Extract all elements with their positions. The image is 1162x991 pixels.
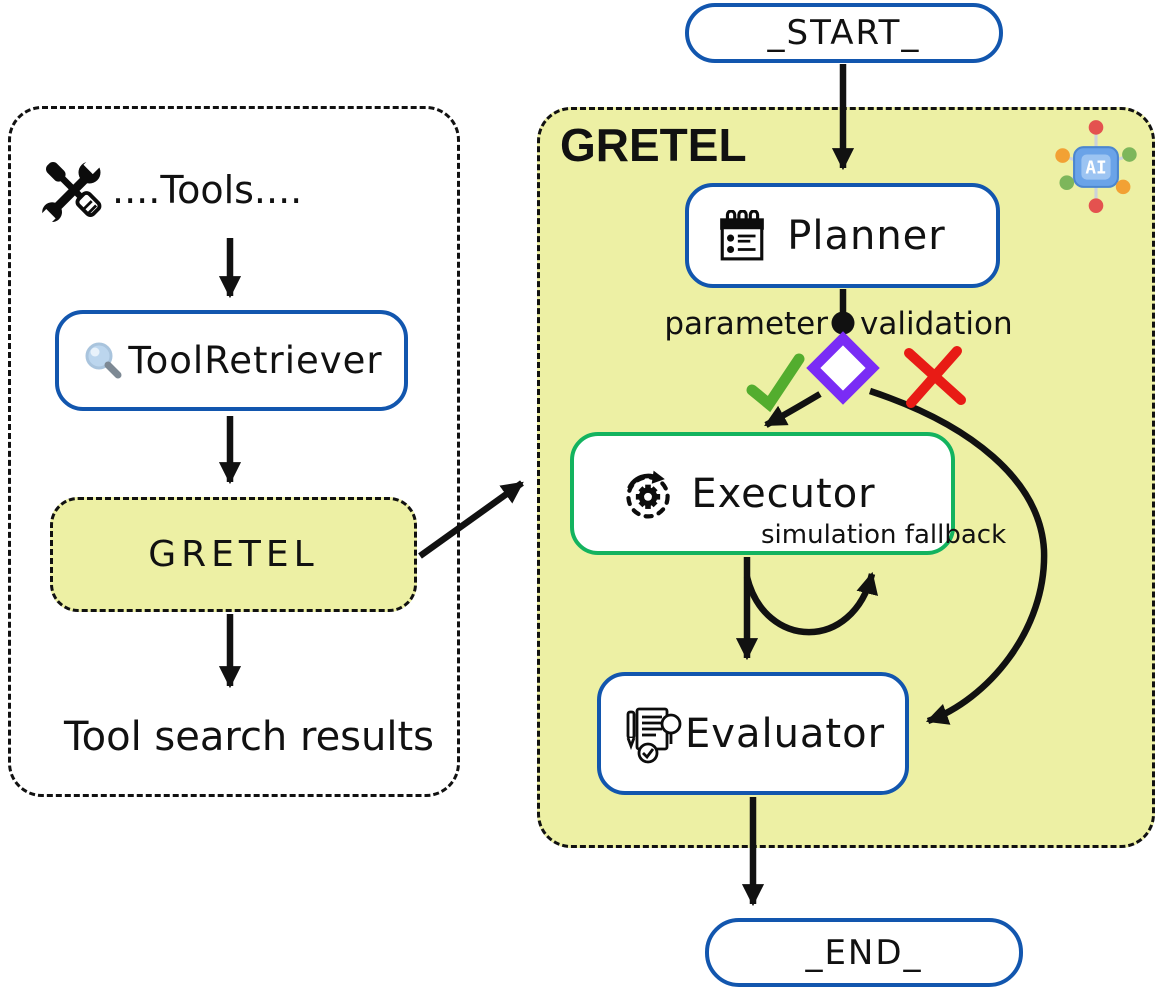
start-label: _START_ (767, 13, 921, 53)
gretel-box: GRETEL (50, 497, 417, 612)
tool-search-results-label: Tool search results (64, 714, 434, 760)
validation-label: validation (860, 306, 1013, 342)
planner-node: Planner (685, 183, 1000, 288)
ai-chip-icon: AI (1055, 120, 1137, 213)
start-node: _START_ (685, 3, 1003, 63)
tool-retriever-label: ToolRetriever (128, 339, 383, 382)
planner-icon (717, 209, 767, 262)
evaluator-label: Evaluator (685, 710, 886, 757)
simulation-fallback-label: simulation fallback (761, 520, 1007, 550)
evaluator-node: Evaluator (597, 672, 909, 795)
planner-label: Planner (787, 212, 946, 259)
gretel-panel-title: GRETEL (560, 119, 747, 171)
executor-gear-icon (620, 466, 676, 522)
gretel-box-label: GRETEL (148, 534, 319, 575)
evaluator-icon (623, 704, 685, 764)
executor-label: Executor (691, 470, 876, 517)
tools-icon (40, 156, 103, 222)
parameter-label: parameter (664, 306, 828, 342)
tool-retriever-node: ToolRetriever (55, 310, 408, 411)
tools-label: ....Tools.... (112, 168, 303, 212)
end-label: _END_ (805, 932, 923, 973)
end-node: _END_ (705, 918, 1023, 987)
ai-chip-label: AI (1085, 158, 1106, 178)
magnifier-icon (83, 340, 125, 382)
